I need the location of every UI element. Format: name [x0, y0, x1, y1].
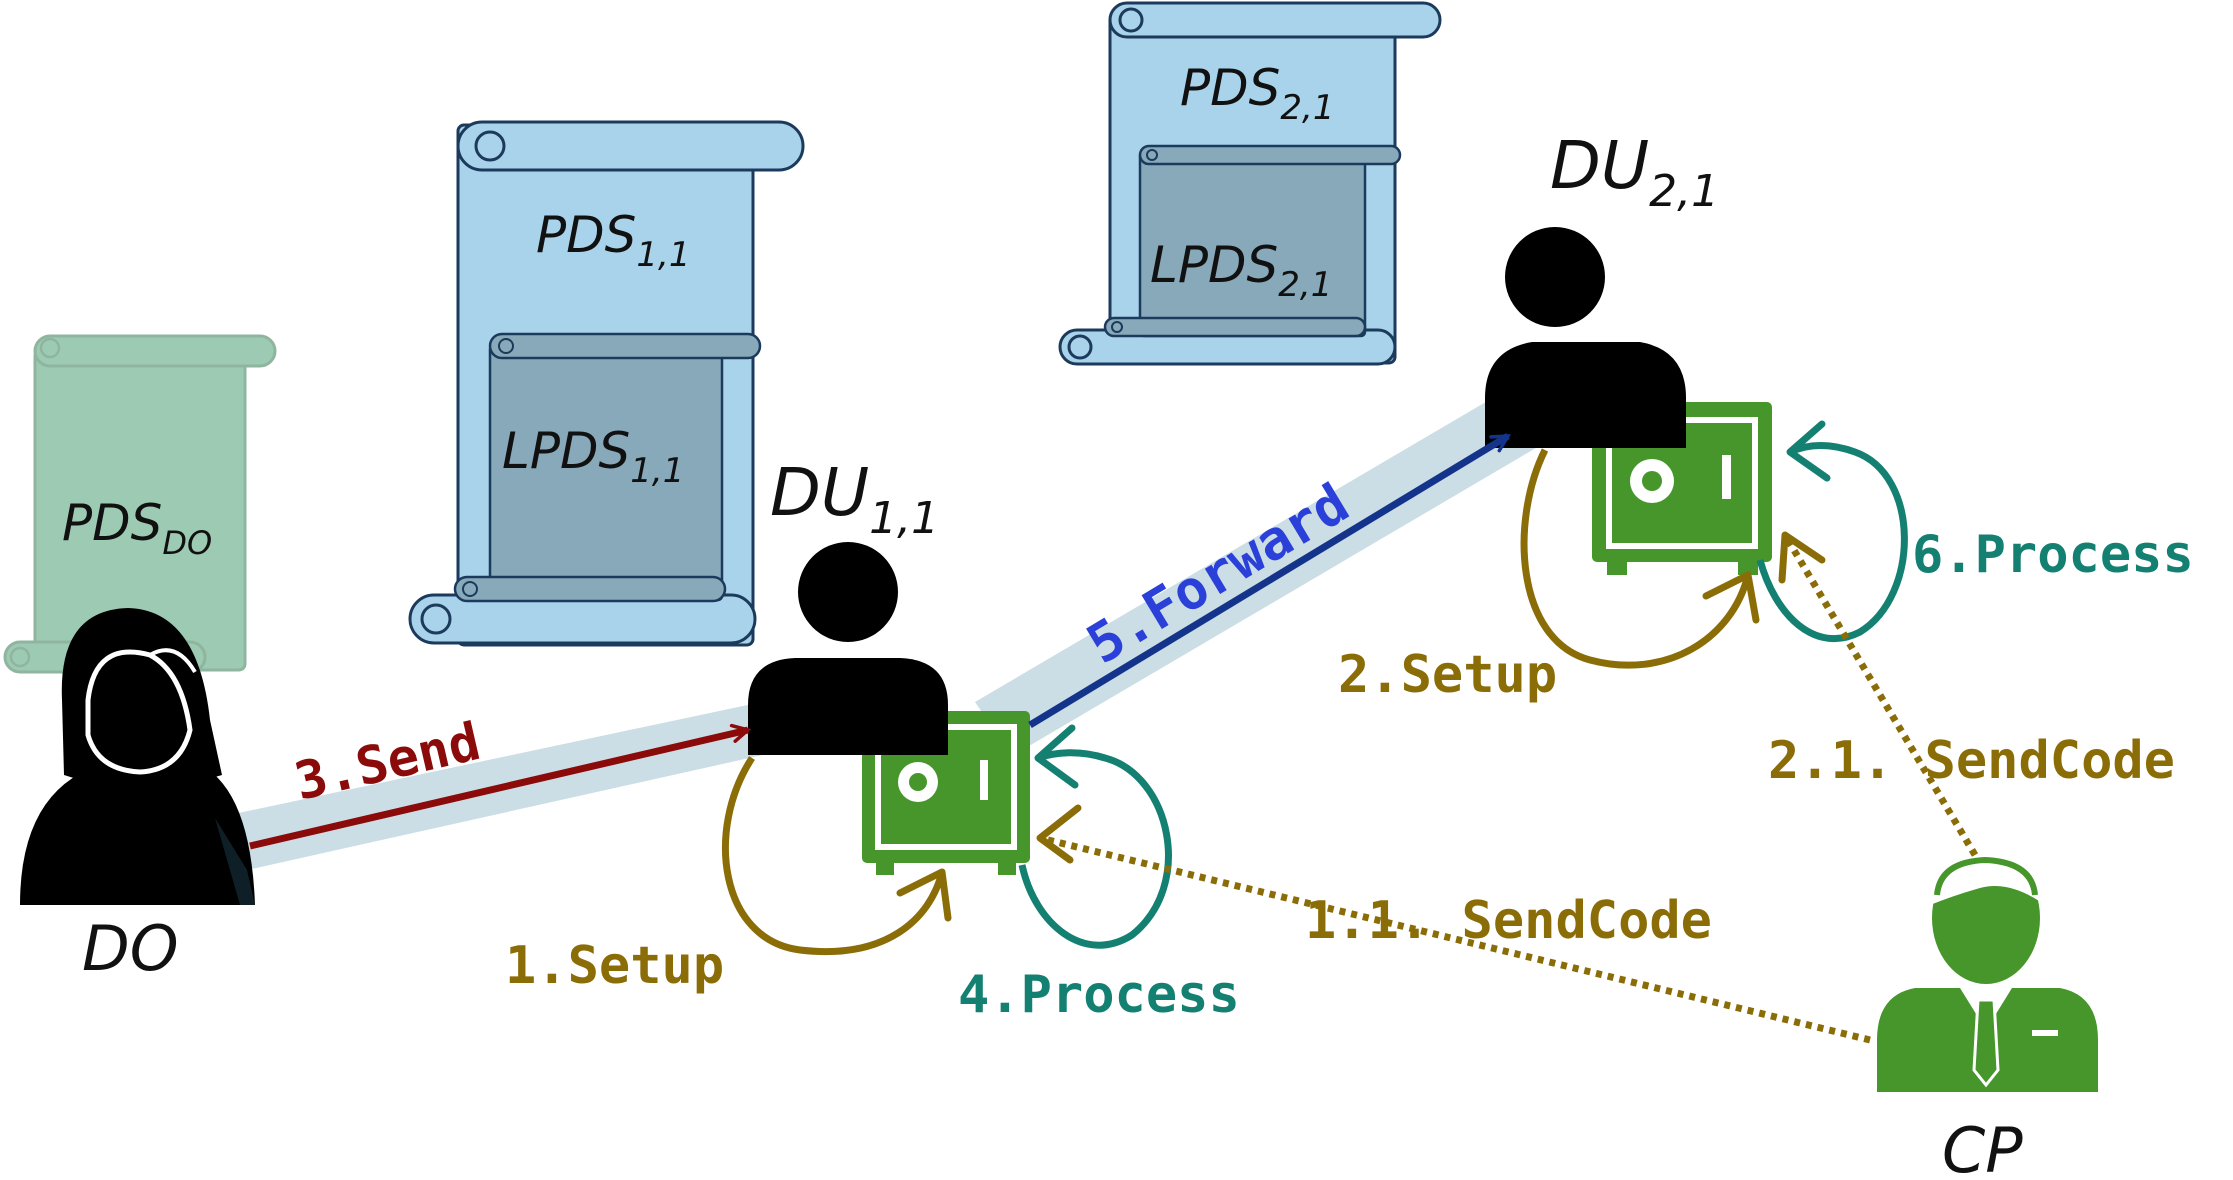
send-arrow [249, 730, 748, 850]
du-11-label: DU1,1 [770, 454, 939, 544]
lpds-21-base: LPDS [1150, 236, 1278, 294]
pds-21-sub: 2,1 [1280, 88, 1334, 128]
forward-band [975, 376, 1575, 756]
setup-2-label: 2.Setup [1338, 645, 1557, 705]
du-21-sub: 2,1 [1649, 166, 1719, 217]
du-11-base: DU [770, 454, 869, 531]
scroll-lpds-11: LPDS1,1 [453, 332, 762, 603]
scroll-lpds-21: LPDS2,1 [1103, 144, 1402, 338]
du-21-label: DU2,1 [1550, 127, 1719, 217]
setup-loop-2 [1520, 448, 1760, 669]
cp-person-icon [1877, 850, 2098, 1092]
svg-text:PDS2,1: PDS2,1 [1180, 59, 1334, 128]
pds-do-sub: DO [162, 524, 212, 562]
sendcode-arrow-11 [1036, 804, 1871, 1044]
setup-1-label: 1.Setup [505, 936, 724, 996]
du-21-base: DU [1550, 127, 1649, 204]
svg-text:PDSDO: PDSDO [62, 494, 212, 562]
setup-loop-1 [722, 756, 952, 955]
forward-arrow [1028, 433, 1508, 728]
lpds-11-sub: 1,1 [630, 451, 684, 491]
lpds-21-sub: 2,1 [1278, 265, 1332, 305]
process-6-label: 6.Process [1912, 525, 2194, 585]
du-21-person-icon [1485, 227, 1686, 448]
sendcode-21-label: 2.1. SendCode [1768, 731, 2175, 791]
sendcode-arrow-21 [1778, 531, 1979, 857]
pds-11-base: PDS [536, 206, 636, 264]
cp-label: CP [1942, 1114, 2023, 1180]
pds-11-sub: 1,1 [636, 235, 690, 275]
svg-text:LPDS2,1: LPDS2,1 [1150, 236, 1332, 305]
svg-text:LPDS1,1: LPDS1,1 [502, 422, 684, 491]
scroll-pds-21: PDS2,1 LPDS2,1 [1058, 1, 1442, 366]
do-label: DO [82, 912, 179, 985]
du-11-sub: 1,1 [869, 493, 939, 544]
du-11-person-icon [748, 542, 948, 755]
scroll-pds-do: PDSDO [3, 334, 277, 674]
process-loop-6 [1756, 420, 1908, 642]
do-person-icon [20, 608, 255, 905]
pds-21-base: PDS [1180, 59, 1280, 117]
sendcode-11-label: 1.1. SendCode [1305, 891, 1712, 951]
process-4-label: 4.Process [958, 965, 1240, 1025]
lpds-11-base: LPDS [502, 422, 630, 480]
scroll-pds-11: PDS1,1 LPDS1,1 [408, 120, 805, 647]
svg-text:PDS1,1: PDS1,1 [536, 206, 690, 275]
pds-do-base: PDS [62, 494, 162, 552]
